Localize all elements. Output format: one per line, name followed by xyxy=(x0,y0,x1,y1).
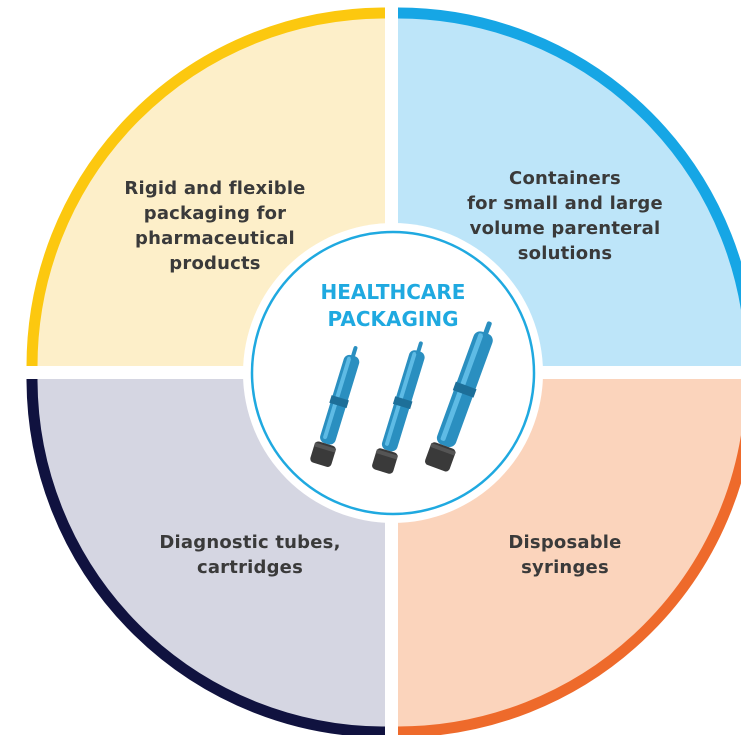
label-line: volume parenteral xyxy=(469,218,661,239)
label-line: Diagnostic tubes, xyxy=(159,532,341,553)
label-diagnostic-tubes: Diagnostic tubes, cartridges xyxy=(120,530,380,580)
label-rigid-flexible-packaging: Rigid and flexible packaging for pharmac… xyxy=(90,176,340,276)
label-line: Containers xyxy=(509,168,621,189)
arc-top-left xyxy=(26,7,386,367)
center-title-line2: PACKAGING xyxy=(327,307,459,331)
arc-top-right xyxy=(397,7,741,311)
label-line: Rigid and flexible xyxy=(124,178,306,199)
label-disposable-syringes: Disposable syringes xyxy=(440,530,690,580)
center-title-line1: HEALTHCARE xyxy=(320,280,466,304)
label-line: products xyxy=(169,253,261,274)
arc-bottom-right xyxy=(397,434,741,735)
center-title: HEALTHCARE PACKAGING xyxy=(280,279,506,333)
label-line: Disposable xyxy=(508,532,622,553)
label-containers-parenteral: Containers for small and large volume pa… xyxy=(440,166,690,266)
arc-bottom-left xyxy=(26,378,386,735)
label-line: solutions xyxy=(517,243,613,264)
label-line: pharmaceutical xyxy=(135,228,295,249)
insulin-pens-icon xyxy=(310,321,493,474)
label-line: syringes xyxy=(521,557,609,578)
label-line: for small and large xyxy=(467,193,663,214)
label-line: packaging for xyxy=(143,203,287,224)
label-line: cartridges xyxy=(196,557,304,578)
